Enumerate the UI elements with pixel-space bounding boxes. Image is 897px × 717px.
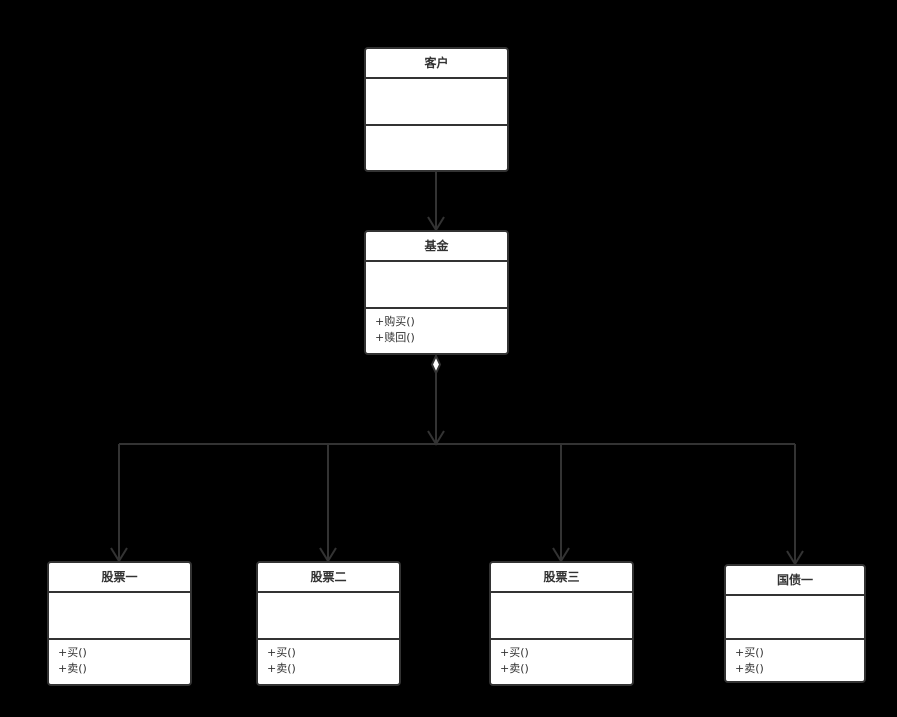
relation-fund-stock1 [110, 444, 128, 563]
class-attributes-stock1 [49, 593, 190, 640]
class-box-fund[interactable]: 基金 +购买() +赎回() [364, 230, 509, 355]
class-methods-stock3: +买() +卖() [491, 640, 632, 677]
class-box-bond1[interactable]: 国债一 +买() +卖() [724, 564, 866, 683]
class-methods-stock1: +买() +卖() [49, 640, 190, 677]
class-methods-bond1: +买() +卖() [726, 640, 864, 677]
aggregation-diamond [430, 353, 442, 376]
method-stock3-sell: +卖() [500, 662, 529, 675]
class-methods-client [366, 126, 507, 131]
class-box-stock3[interactable]: 股票三 +买() +卖() [489, 561, 634, 686]
method-stock1-sell: +卖() [58, 662, 87, 675]
class-name-bond1: 国债一 [726, 566, 864, 596]
class-box-stock1[interactable]: 股票一 +买() +卖() [47, 561, 192, 686]
method-bond1-sell: +卖() [735, 662, 764, 675]
method-fund-buy: +购买() [375, 315, 415, 328]
method-stock2-buy: +买() [267, 646, 296, 659]
class-attributes-client [366, 79, 507, 126]
class-methods-stock2: +买() +卖() [258, 640, 399, 677]
class-attributes-stock2 [258, 593, 399, 640]
relation-client-fund [427, 172, 445, 232]
class-attributes-fund [366, 262, 507, 309]
class-name-client: 客户 [366, 49, 507, 79]
class-methods-fund: +购买() +赎回() [366, 309, 507, 346]
method-stock1-buy: +买() [58, 646, 87, 659]
class-name-stock1: 股票一 [49, 563, 190, 593]
method-stock2-sell: +卖() [267, 662, 296, 675]
class-name-fund: 基金 [366, 232, 507, 262]
class-name-stock2: 股票二 [258, 563, 399, 593]
class-name-stock3: 股票三 [491, 563, 632, 593]
class-attributes-stock3 [491, 593, 632, 640]
class-box-stock2[interactable]: 股票二 +买() +卖() [256, 561, 401, 686]
relation-fund-stock2 [319, 444, 337, 563]
method-bond1-buy: +买() [735, 646, 764, 659]
method-fund-redeem: +赎回() [375, 331, 415, 344]
relation-fund-aggregation [119, 353, 795, 446]
relation-fund-stock3 [552, 444, 570, 563]
method-stock3-buy: +买() [500, 646, 529, 659]
class-box-client[interactable]: 客户 [364, 47, 509, 172]
class-attributes-bond1 [726, 596, 864, 640]
relation-fund-bond1 [786, 444, 804, 566]
